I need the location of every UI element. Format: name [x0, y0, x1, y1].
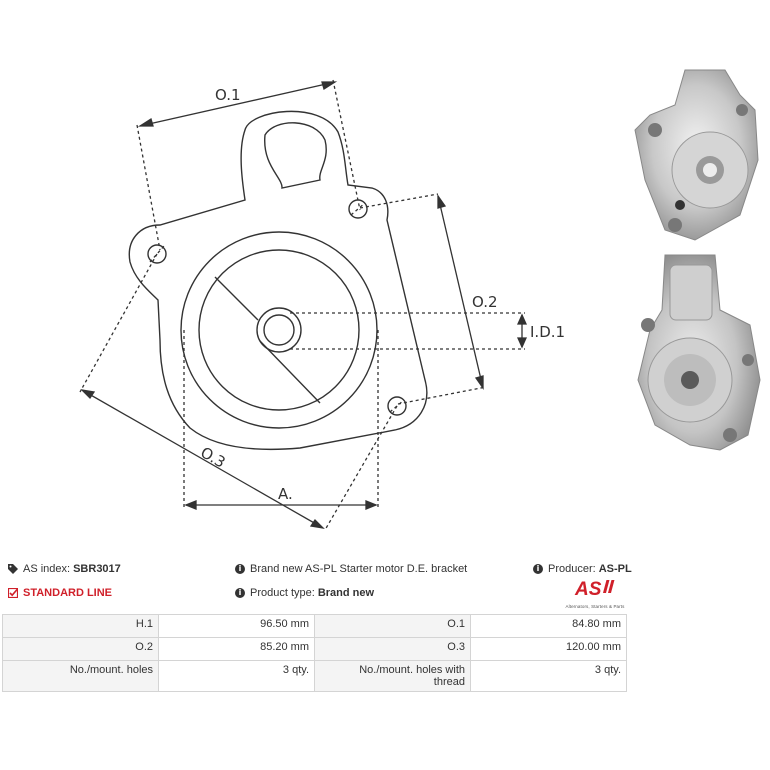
label-o1: O.1	[215, 86, 241, 104]
spec-label: No./mount. holes with thread	[314, 660, 471, 692]
center-hub-outer	[256, 307, 302, 353]
lug-opening	[264, 122, 327, 189]
product-photo-back	[637, 254, 761, 451]
spec-value: 85.20 mm	[158, 637, 315, 661]
inner-bore	[198, 249, 360, 411]
bracket-outline	[128, 110, 428, 451]
spec-value: 3 qty.	[158, 660, 315, 692]
standard-line-badge: STANDARD LINE	[8, 587, 112, 599]
outer-bore	[180, 231, 378, 429]
producer-value: AS-PL	[598, 563, 632, 575]
info-icon: i	[235, 588, 245, 598]
product-type: i Product type: Brand new	[235, 587, 374, 599]
tag-icon	[8, 564, 18, 574]
spec-value: 84.80 mm	[470, 614, 627, 638]
label-o2: O.2	[472, 293, 498, 311]
product-description: i Brand new AS-PL Starter motor D.E. bra…	[235, 563, 467, 575]
spec-value: 96.50 mm	[158, 614, 315, 638]
mount-hole-left	[147, 244, 167, 264]
product-type-label: Product type:	[250, 587, 315, 599]
spec-label: O.2	[2, 637, 159, 661]
info-icon: i	[235, 564, 245, 574]
spec-value: 3 qty.	[470, 660, 627, 692]
svg-text:AS: AS	[574, 579, 602, 598]
product-type-value: Brand new	[317, 587, 375, 599]
spec-value: 120.00 mm	[470, 637, 627, 661]
check-square-icon	[8, 588, 18, 598]
table-row: H.1 96.50 mm O.1 84.80 mm	[2, 614, 627, 638]
label-id1: I.D.1	[530, 323, 565, 341]
center-hub-inner	[263, 314, 295, 346]
mount-hole-top	[348, 199, 368, 219]
as-index-label: AS index:	[23, 563, 71, 575]
label-a: A.	[278, 485, 293, 503]
spec-label: No./mount. holes	[2, 660, 159, 692]
mount-hole-bottom	[387, 396, 407, 416]
spec-table: H.1 96.50 mm O.1 84.80 mm O.2 85.20 mm O…	[2, 614, 627, 692]
as-index-value: SBR3017	[73, 563, 121, 575]
product-photo-front	[634, 69, 759, 241]
label-o3: O.3	[197, 443, 228, 471]
info-icon: i	[533, 564, 543, 574]
technical-drawing: O.1 O.2 I.D.1 O.3 A.	[79, 79, 565, 531]
logo-mark: AS	[574, 579, 615, 600]
table-row: No./mount. holes 3 qty. No./mount. holes…	[2, 660, 627, 692]
description-text: Brand new AS-PL Starter motor D.E. brack…	[250, 563, 468, 575]
table-row: O.2 85.20 mm O.3 120.00 mm	[2, 637, 627, 661]
as-index: AS index: SBR3017	[8, 563, 121, 575]
spec-label: O.1	[314, 614, 471, 638]
logo-tagline: Alternators, Starters & Parts	[565, 604, 625, 609]
standard-line-text: STANDARD LINE	[23, 587, 113, 599]
as-pl-logo: AS Alternators, Starters & Parts	[560, 578, 630, 609]
spec-label: H.1	[2, 614, 159, 638]
spec-label: O.3	[314, 637, 471, 661]
producer: i Producer: AS-PL	[533, 563, 632, 575]
producer-label: Producer:	[548, 563, 596, 575]
sector	[214, 276, 321, 404]
